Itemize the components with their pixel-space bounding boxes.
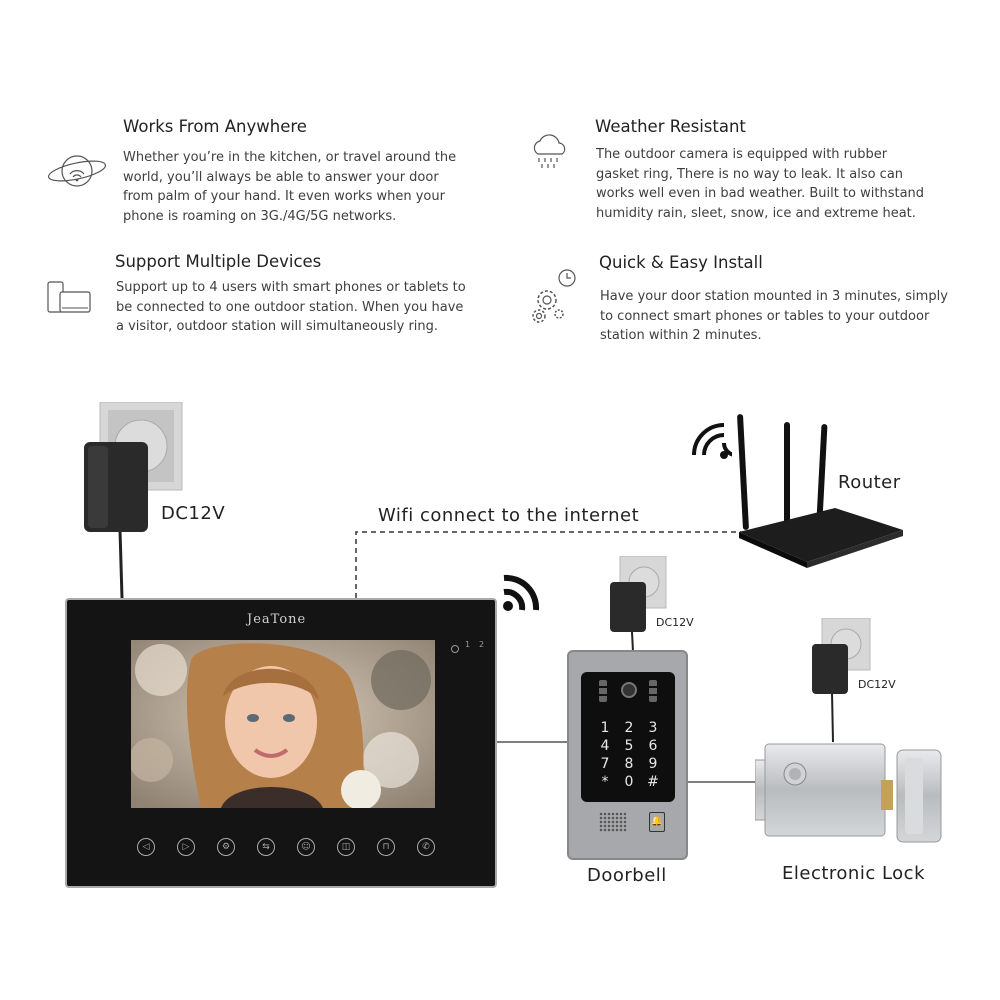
keypad-key-1[interactable]: 1 (600, 720, 610, 736)
monitor-screen (131, 640, 435, 808)
desc-line: The outdoor camera is equipped with rubb… (596, 147, 888, 162)
doorbell-camera-lens (621, 682, 637, 698)
outdoor-doorbell: 1 2 3 4 5 6 7 8 9 * 0 # 🔔 (567, 650, 688, 860)
desc-line: works well even in bad weather. Built to… (596, 186, 925, 201)
feature-desc-weather: The outdoor camera is equipped with rubb… (596, 145, 966, 223)
doorbell-label: Doorbell (587, 865, 667, 886)
feature-title-devices: Support Multiple Devices (115, 252, 322, 271)
keypad-key-star[interactable]: * (601, 774, 609, 790)
doorbell-speaker-grille (599, 812, 627, 832)
indoor-monitor: JeaTone 1 2 (65, 598, 497, 888)
keypad-key-5[interactable]: 5 (624, 738, 634, 754)
desc-line: a visitor, outdoor station will simultan… (116, 319, 439, 334)
desc-line: be connected to one outdoor station. Whe… (116, 299, 464, 315)
monitor-button-unlock[interactable]: ⊓ (377, 838, 395, 856)
monitor-adapter-label: DC12V (161, 503, 226, 524)
doorbell-ir-leds-left (599, 680, 607, 702)
desc-line: Support up to 4 users with smart phones … (116, 280, 466, 295)
desc-line: to connect smart phones or tables to you… (600, 308, 930, 324)
desc-line: phone is roaming on 3G./4G/5G networks. (123, 208, 397, 224)
electronic-lock (755, 740, 945, 845)
devices-icon (46, 280, 92, 316)
desc-line: Whether you’re in the kitchen, or travel… (123, 150, 457, 165)
router-image (735, 412, 907, 568)
doorbell-call-button[interactable]: 🔔 (649, 812, 665, 832)
keypad-key-6[interactable]: 6 (648, 738, 658, 754)
gears-clock-icon (527, 268, 579, 330)
doorbell-power-adapter (608, 556, 668, 634)
monitor-button-prev[interactable]: ◁ (137, 838, 155, 856)
desc-line: world, you’ll always be able to answer y… (123, 169, 439, 185)
keypad-key-3[interactable]: 3 (648, 720, 658, 736)
globe-wifi-icon (46, 150, 108, 192)
feature-title-anywhere: Works From Anywhere (123, 117, 307, 136)
feature-desc-install: Have your door station mounted in 3 minu… (600, 287, 970, 346)
lock-power-adapter (810, 618, 872, 696)
lock-label: Electronic Lock (782, 863, 925, 884)
feature-desc-devices: Support up to 4 users with smart phones … (116, 278, 486, 337)
doorbell-adapter-label: DC12V (656, 616, 694, 629)
monitor-indicator-2: 2 (479, 640, 485, 649)
desc-line: from palm of your hand. It even works wh… (123, 189, 445, 204)
keypad-key-9[interactable]: 9 (648, 756, 658, 772)
router-signal-icon (688, 417, 732, 463)
rain-cloud-icon (528, 132, 572, 172)
keypad-key-0[interactable]: 0 (624, 774, 634, 790)
monitor-power-adapter (80, 402, 186, 534)
feature-title-install: Quick & Easy Install (599, 253, 763, 272)
router-label: Router (838, 472, 901, 493)
monitor-button-transfer[interactable]: ⇆ (257, 838, 275, 856)
keypad-key-7[interactable]: 7 (600, 756, 610, 772)
desc-line: Have your door station mounted in 3 minu… (600, 289, 948, 304)
keypad-key-4[interactable]: 4 (600, 738, 610, 754)
monitor-indicator-1: 1 (465, 640, 471, 649)
keypad-key-hash[interactable]: # (647, 774, 659, 790)
wifi-label: Wifi connect to the internet (378, 505, 640, 526)
monitor-button-user[interactable]: ☺ (297, 838, 315, 856)
desc-line: gasket ring, There is no way to leak. It… (596, 166, 904, 182)
desc-line: station within 2 minutes. (600, 328, 762, 343)
keypad-key-8[interactable]: 8 (624, 756, 634, 772)
desc-line: humidity rain, sleet, snow, ice and extr… (596, 205, 916, 221)
monitor-button-call[interactable]: ✆ (417, 838, 435, 856)
feature-title-weather: Weather Resistant (595, 117, 746, 136)
doorbell-ir-leds-right (649, 680, 657, 702)
doorbell-front-panel: 1 2 3 4 5 6 7 8 9 * 0 # (581, 672, 675, 802)
monitor-brand-logo: JeaTone (247, 612, 307, 627)
monitor-button-next[interactable]: ▷ (177, 838, 195, 856)
wifi-signal-icon (502, 570, 546, 612)
lock-adapter-label: DC12V (858, 678, 896, 691)
feature-desc-anywhere: Whether you’re in the kitchen, or travel… (123, 148, 483, 226)
monitor-button-door[interactable]: ◫ (337, 838, 355, 856)
keypad-key-2[interactable]: 2 (624, 720, 634, 736)
monitor-indicator-power-icon (451, 645, 459, 653)
monitor-button-settings[interactable]: ⚙ (217, 838, 235, 856)
